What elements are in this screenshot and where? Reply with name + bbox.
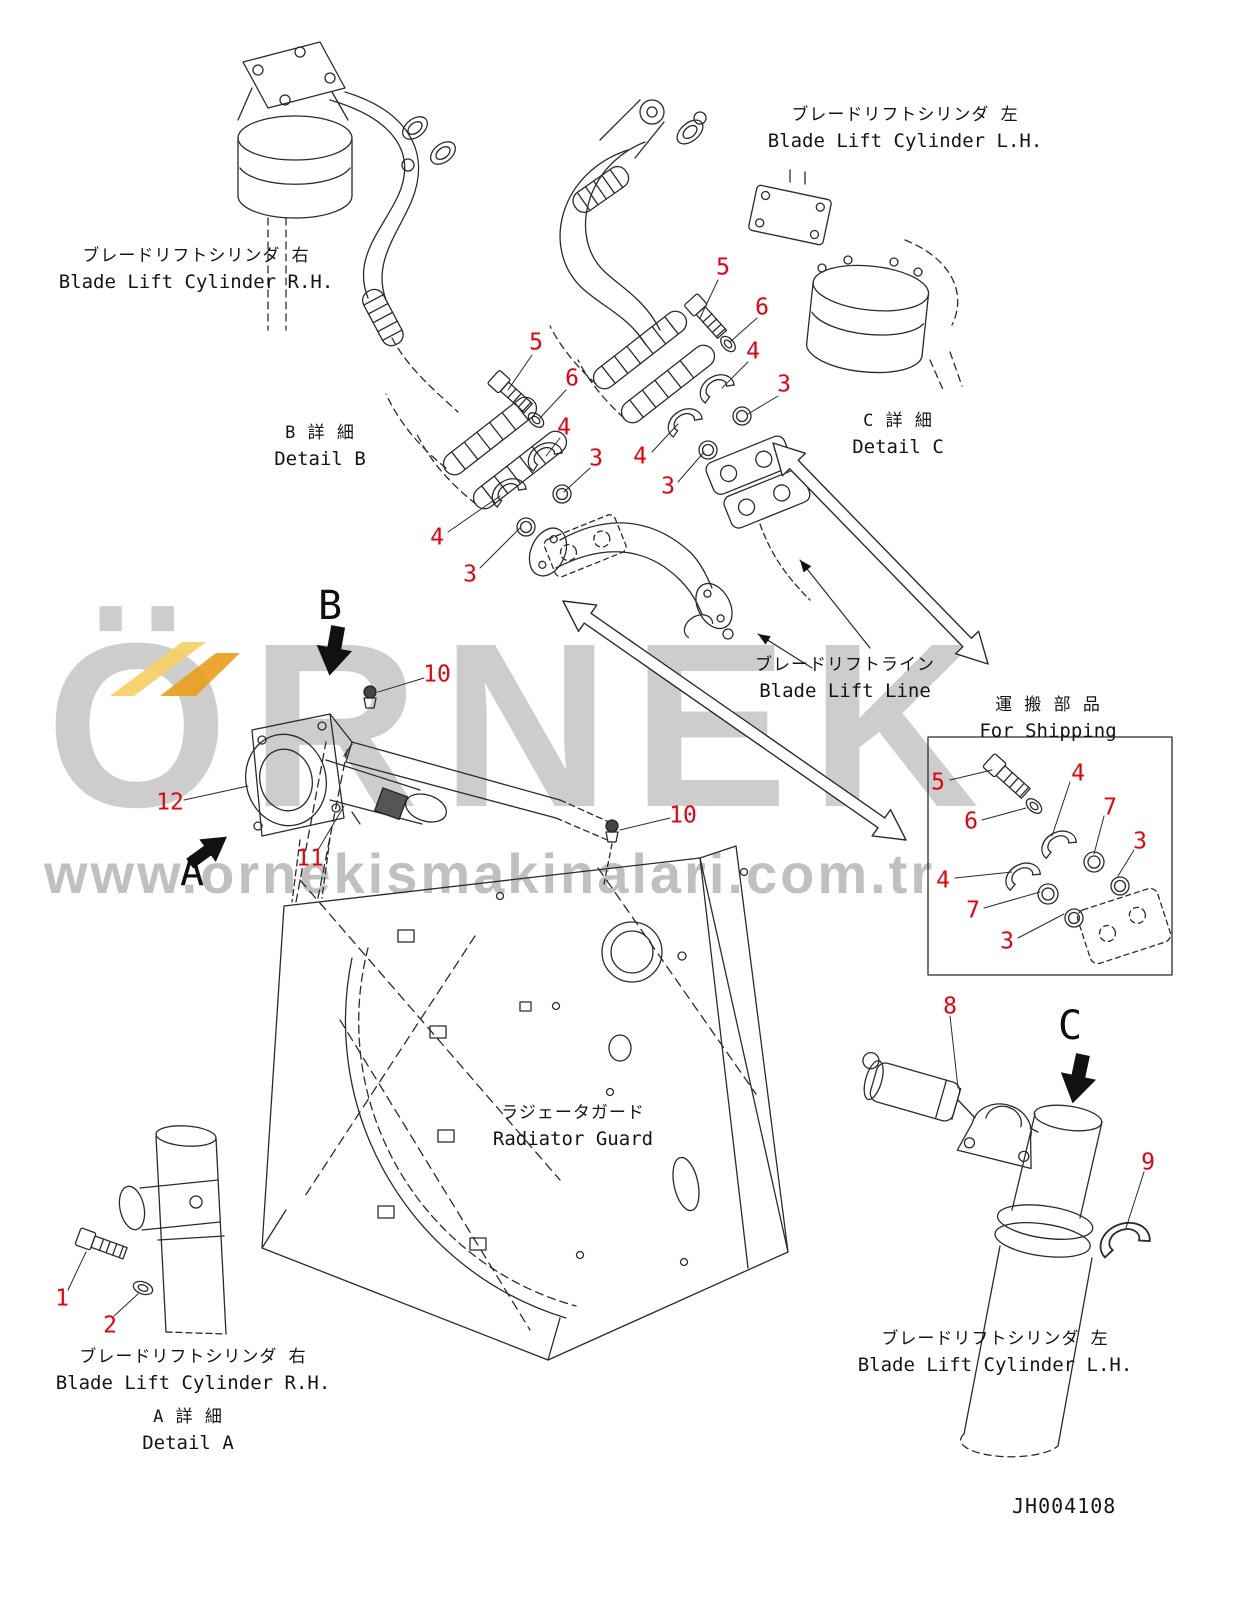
callout-number: 5	[529, 329, 543, 356]
label-jp: ブレードリフトライン	[755, 655, 935, 675]
callout-number: 6	[565, 365, 579, 392]
label-en: Blade Lift Cylinder R.H.	[55, 1372, 331, 1394]
cylinder-rh-top-drawing	[237, 41, 459, 413]
label-jp: ブレードリフトシリンダ 左	[881, 1329, 1109, 1349]
label-for-shipping: 運 搬 部 品 For Shipping	[979, 692, 1116, 744]
label-en: Blade Lift Cylinder R.H.	[58, 271, 334, 293]
section-c-arrow	[1060, 1053, 1097, 1104]
plug-bolt-left	[363, 685, 377, 709]
watermark-logo-shape	[110, 642, 240, 696]
cylinder-lh-bottom-drawing	[960, 1104, 1151, 1458]
label-jp: ブレードリフトシリンダ 右	[79, 1347, 307, 1367]
section-label-b: B	[317, 583, 343, 629]
label-jp: ブレードリフトシリンダ 左	[791, 105, 1019, 125]
callout-number: 4	[633, 443, 647, 470]
blade-lift-line-drawing	[528, 522, 734, 640]
view-direction-arrows	[562, 442, 989, 841]
for-shipping-box	[927, 736, 1173, 976]
callout-number: 6	[964, 808, 978, 835]
callout-number: 2	[103, 1312, 117, 1339]
label-detail-a: A 詳 細 Detail A	[142, 1404, 234, 1456]
label-en: For Shipping	[979, 720, 1117, 742]
callout-number: 4	[936, 867, 950, 894]
cylinder-lh-top-drawing	[559, 99, 963, 393]
detail-b-assembly	[385, 370, 627, 578]
callout-number: 1	[55, 1285, 69, 1312]
label-blade-lift-cylinder-lh-top: ブレードリフトシリンダ 左 Blade Lift Cylinder L.H.	[768, 102, 1043, 154]
section-a-arrow	[186, 836, 227, 869]
callout-number: 5	[716, 254, 730, 281]
callout-number: 7	[966, 897, 980, 924]
label-en: Detail C	[852, 436, 944, 458]
radiator-guard-drawing	[261, 741, 789, 1361]
label-blade-lift-cylinder-lh-bottom: ブレードリフトシリンダ 左 Blade Lift Cylinder L.H.	[858, 1326, 1133, 1378]
blade-lift-line-pointer	[757, 559, 871, 669]
callout-number: 3	[463, 561, 477, 588]
label-en: Detail B	[274, 448, 366, 470]
callout-number: 3	[661, 473, 675, 500]
callout-number: 12	[156, 789, 184, 816]
callout-number: 11	[296, 845, 324, 872]
section-label-c: C	[1057, 1003, 1083, 1049]
label-jp: 運 搬 部 品	[995, 695, 1101, 715]
plug-bolt-right	[603, 819, 619, 885]
label-jp: C 詳 細	[863, 411, 933, 431]
label-en: Blade Lift Cylinder L.H.	[767, 130, 1043, 152]
callout-number: 10	[423, 661, 451, 688]
label-detail-b: B 詳 細 Detail B	[274, 420, 366, 472]
label-jp: A 詳 細	[153, 1407, 223, 1427]
label-en: Blade Lift Line	[759, 680, 931, 702]
label-jp: B 詳 細	[285, 423, 355, 443]
callout-number: 4	[746, 338, 760, 365]
lift-yoke-mount-drawing	[244, 713, 448, 837]
section-b-arrow	[316, 625, 353, 676]
label-jp: ブレードリフトシリンダ 右	[82, 246, 310, 266]
valve-assembly-drawing	[862, 1051, 1039, 1170]
drawing-number: JH004108	[1012, 1494, 1117, 1518]
callout-number: 9	[1141, 1149, 1155, 1176]
section-label-a: A	[179, 849, 205, 895]
callout-number: 3	[777, 371, 791, 398]
callout-number: 4	[557, 414, 571, 441]
callout-number: 3	[589, 445, 603, 472]
label-detail-c: C 詳 細 Detail C	[852, 408, 944, 460]
detail-a-assembly	[74, 1125, 227, 1335]
callout-leader-lines	[67, 279, 1145, 1317]
label-blade-lift-line: ブレードリフトライン Blade Lift Line	[755, 652, 935, 704]
callout-number: 4	[1071, 760, 1085, 787]
label-en: Detail A	[142, 1432, 234, 1454]
callout-number: 5	[931, 769, 945, 796]
callout-number: 3	[1133, 828, 1147, 855]
callout-number: 10	[669, 802, 697, 829]
callout-number: 6	[755, 294, 769, 321]
label-blade-lift-cylinder-rh-top: ブレードリフトシリンダ 右 Blade Lift Cylinder R.H.	[59, 243, 334, 295]
label-blade-lift-cylinder-rh-bottom: ブレードリフトシリンダ 右 Blade Lift Cylinder R.H.	[56, 1344, 331, 1396]
callout-number: 7	[1103, 794, 1117, 821]
callout-number: 4	[430, 524, 444, 551]
label-jp: ラジェータガード	[501, 1103, 645, 1123]
callout-number: 3	[1000, 928, 1014, 955]
label-radiator-guard: ラジェータガード Radiator Guard	[493, 1100, 653, 1152]
label-en: Radiator Guard	[492, 1128, 654, 1150]
watermark-brand: ÖRNEK	[46, 594, 1002, 856]
label-en: Blade Lift Cylinder L.H.	[857, 1354, 1133, 1376]
callout-number: 8	[943, 993, 957, 1020]
